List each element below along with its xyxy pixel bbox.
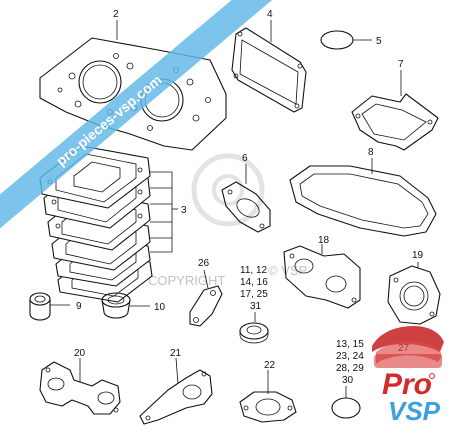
copyright-text: COPYRIGHT bbox=[148, 273, 225, 288]
part-10-seal: 10 bbox=[101, 292, 166, 319]
callout-group-b-line2: 23, 24 bbox=[336, 351, 364, 362]
copyright-watermark: COPYRIGHT © VSP bbox=[148, 153, 307, 288]
pro-vsp-logo: Pro VSP bbox=[372, 326, 444, 426]
part-group-a: 11, 12 14, 16 17, 25 31 bbox=[239, 265, 269, 344]
callout-18: 18 bbox=[318, 235, 330, 246]
part-9-oil-seal: 9 bbox=[29, 292, 82, 321]
part-19-flange-gasket: 19 bbox=[387, 250, 441, 325]
part-8-oil-pan-gasket: 8 bbox=[289, 147, 437, 237]
logo-line2: VSP bbox=[388, 396, 441, 426]
callout-4: 4 bbox=[267, 9, 273, 20]
callout-5: 5 bbox=[376, 36, 382, 47]
callout-22: 22 bbox=[264, 360, 276, 371]
callout-26: 26 bbox=[198, 258, 210, 269]
part-5-o-ring: 5 bbox=[320, 30, 382, 50]
logo-line1: Pro bbox=[382, 368, 432, 401]
callout-30: 30 bbox=[342, 375, 354, 386]
callout-19: 19 bbox=[412, 250, 424, 261]
callout-group-a-line1: 11, 12 bbox=[240, 265, 267, 276]
callout-2: 2 bbox=[113, 9, 119, 20]
part-4-cover-gasket: 4 bbox=[231, 9, 307, 113]
part-3-gasket-stack: 3 bbox=[39, 145, 187, 303]
callout-21: 21 bbox=[170, 348, 182, 359]
callout-10: 10 bbox=[154, 302, 166, 313]
callout-6: 6 bbox=[242, 153, 248, 164]
part-21-flange-gasket: 21 bbox=[139, 348, 213, 425]
copyright-trail: © VSP bbox=[268, 263, 307, 278]
part-7-valve-cover-gasket: 7 bbox=[351, 59, 439, 151]
callout-7: 7 bbox=[398, 59, 404, 70]
callout-9: 9 bbox=[76, 301, 82, 312]
part-6-flange-gasket: 6 bbox=[221, 153, 271, 233]
callout-group-b-line1: 13, 15 bbox=[336, 339, 364, 350]
callout-group-a-line2: 14, 16 bbox=[240, 277, 268, 288]
part-18-manifold-gasket: 18 bbox=[283, 235, 361, 309]
part-20-manifold-gasket: 20 bbox=[39, 348, 121, 415]
callout-3: 3 bbox=[181, 205, 187, 216]
part-26-bracket-gasket: 26 bbox=[189, 258, 223, 327]
callout-31: 31 bbox=[250, 301, 262, 312]
callout-20: 20 bbox=[74, 348, 86, 359]
callout-8: 8 bbox=[368, 147, 374, 158]
part-22-flange-gasket: 22 bbox=[239, 360, 297, 423]
callout-group-a-line3: 17, 25 bbox=[240, 289, 268, 300]
callout-group-b-line3: 28, 29 bbox=[336, 363, 364, 374]
